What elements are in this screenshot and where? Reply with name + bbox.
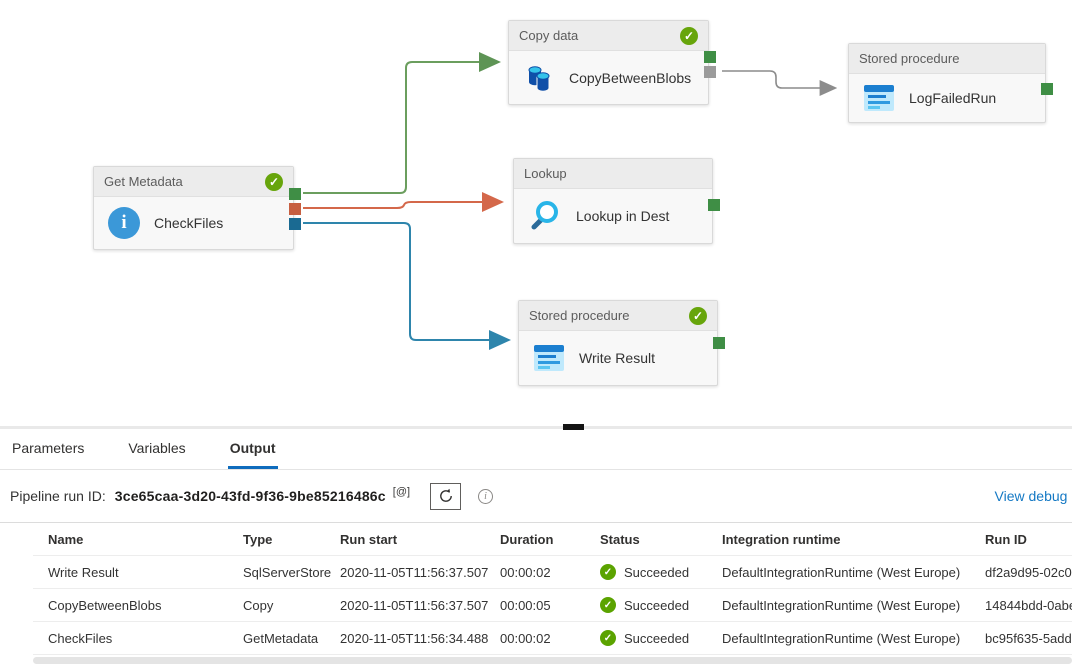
col-header-integration-runtime[interactable]: Integration runtime <box>722 531 841 547</box>
horizontal-scrollbar[interactable] <box>33 657 1072 664</box>
success-check-icon: ✓ <box>680 26 698 45</box>
refresh-button[interactable] <box>430 482 462 510</box>
cell-status: ✓ Succeeded <box>600 564 722 580</box>
activity-name: CheckFiles <box>154 215 224 231</box>
activity-type-header: Lookup <box>514 159 712 189</box>
cell-type: Copy <box>243 597 274 613</box>
pipeline-run-row: Pipeline run ID: 3ce65caa-3d20-43fd-9f36… <box>0 470 1072 523</box>
refresh-icon <box>439 488 452 502</box>
copy-data-icon <box>528 65 550 92</box>
tab-label: Output <box>229 439 276 456</box>
port-success[interactable] <box>704 51 716 63</box>
stored-procedure-icon <box>534 345 564 371</box>
activity-name: CopyBetweenBlobs <box>569 69 692 86</box>
succeeded-check-icon: ✓ <box>600 630 616 646</box>
activity-type-header: Copy data ✓ <box>509 21 708 51</box>
tab-output[interactable]: Output <box>227 429 278 469</box>
table-row[interactable]: Write Result SqlServerStore 2020-11-05T1… <box>33 556 1072 589</box>
view-debug-link[interactable]: View debug r <box>994 488 1072 504</box>
status-text: Succeeded <box>624 597 690 613</box>
port-success[interactable] <box>1041 83 1053 95</box>
succeeded-check-icon: ✓ <box>600 564 616 580</box>
info-icon[interactable]: i <box>478 488 494 504</box>
port-failure[interactable] <box>289 203 301 215</box>
cell-duration: 00:00:02 <box>500 630 551 646</box>
cell-status: ✓ Succeeded <box>600 630 722 646</box>
cell-run-start: 2020-11-05T11:56:37.507 <box>340 597 489 613</box>
col-header-status[interactable]: Status <box>600 531 640 547</box>
tab-variables[interactable]: Variables <box>126 429 187 469</box>
pipeline-canvas[interactable]: Get Metadata ✓ i CheckFiles Copy data ✓ … <box>0 0 1072 425</box>
port-skipped[interactable] <box>704 66 716 78</box>
activity-node-lookupindest[interactable]: Lookup Lookup in Dest <box>513 158 720 244</box>
activity-type-header: Stored procedure ✓ <box>519 301 717 331</box>
cell-duration: 00:00:05 <box>500 597 551 613</box>
cell-type: SqlServerStore <box>243 564 332 580</box>
tab-label: Parameters <box>12 439 85 456</box>
cell-run-id: 14844bdd-0abe <box>985 597 1072 613</box>
activity-name: Write Result <box>579 350 655 366</box>
cell-name: CopyBetweenBlobs <box>48 597 162 613</box>
cell-integration-runtime: DefaultIntegrationRuntime (West Europe) <box>722 597 961 613</box>
port-success[interactable] <box>713 337 725 349</box>
cell-name: Write Result <box>48 564 119 580</box>
col-header-run-id[interactable]: Run ID <box>985 531 1027 547</box>
status-text: Succeeded <box>624 564 690 580</box>
pipeline-run-id-value: 3ce65caa-3d20-43fd-9f36-9be85216486c <box>114 488 386 504</box>
cell-run-id: bc95f635-5add- <box>985 630 1072 646</box>
activity-type-label: Lookup <box>524 166 567 181</box>
activity-runs-table: Name Type Run start Duration Status Inte… <box>33 523 1072 655</box>
tab-label: Variables <box>128 439 186 456</box>
activity-node-logfailedrun[interactable]: Stored procedure LogFailedRun <box>848 43 1053 123</box>
wire-completion-to-writeresult <box>303 222 511 350</box>
port-completion[interactable] <box>289 218 301 230</box>
tab-parameters[interactable]: Parameters <box>10 429 86 469</box>
port-success[interactable] <box>289 188 301 200</box>
wire-success-to-copy <box>303 52 501 194</box>
col-header-type[interactable]: Type <box>243 531 273 547</box>
col-header-duration[interactable]: Duration <box>500 531 554 547</box>
col-header-run-start[interactable]: Run start <box>340 531 398 547</box>
lookup-magnifier-icon <box>531 201 558 230</box>
activity-name: LogFailedRun <box>909 90 997 106</box>
cell-duration: 00:00:02 <box>500 564 551 580</box>
dynamic-content-badge: [@] <box>392 486 411 498</box>
activity-type-header: Get Metadata ✓ <box>94 167 293 197</box>
panel-divider <box>0 424 1072 430</box>
cell-run-start: 2020-11-05T11:56:34.488 <box>340 630 489 646</box>
output-panel: Parameters Variables Output Pipeline run… <box>0 429 1072 665</box>
info-icon: i <box>108 207 140 239</box>
cell-name: CheckFiles <box>48 630 113 646</box>
wire-failure-to-lookup <box>303 192 504 212</box>
stored-procedure-icon <box>864 85 894 111</box>
pipeline-run-id-label: Pipeline run ID: <box>10 488 106 504</box>
panel-resize-handle[interactable] <box>563 424 584 430</box>
succeeded-check-icon: ✓ <box>600 597 616 613</box>
panel-tabs: Parameters Variables Output <box>0 429 1072 470</box>
port-success[interactable] <box>708 199 720 211</box>
activity-type-label: Stored procedure <box>859 51 960 66</box>
table-row[interactable]: CopyBetweenBlobs Copy 2020-11-05T11:56:3… <box>33 589 1072 622</box>
col-header-name[interactable]: Name <box>48 531 84 547</box>
wire-skipped-to-logfailedrun <box>722 70 838 96</box>
status-text: Succeeded <box>624 630 690 646</box>
cell-run-start: 2020-11-05T11:56:37.507 <box>340 564 489 580</box>
cell-run-id: df2a9d95-02c0- <box>985 564 1072 580</box>
activity-type-header: Stored procedure <box>849 44 1045 74</box>
activity-name: Lookup in Dest <box>576 208 670 224</box>
cell-status: ✓ Succeeded <box>600 597 722 613</box>
activity-node-writeresult[interactable]: Stored procedure ✓ Write Result <box>518 300 725 386</box>
table-row[interactable]: CheckFiles GetMetadata 2020-11-05T11:56:… <box>33 622 1072 655</box>
activity-node-copybetweenblobs[interactable]: Copy data ✓ CopyBetweenBlobs <box>508 20 716 105</box>
success-check-icon: ✓ <box>689 306 707 325</box>
cell-integration-runtime: DefaultIntegrationRuntime (West Europe) <box>722 564 961 580</box>
activity-type-label: Copy data <box>519 28 579 43</box>
activity-type-label: Get Metadata <box>104 174 183 189</box>
cell-type: GetMetadata <box>243 630 319 646</box>
activity-node-checkfiles[interactable]: Get Metadata ✓ i CheckFiles <box>93 166 301 250</box>
success-check-icon: ✓ <box>265 172 283 191</box>
cell-integration-runtime: DefaultIntegrationRuntime (West Europe) <box>722 630 961 646</box>
activity-type-label: Stored procedure <box>529 308 630 323</box>
table-header-row: Name Type Run start Duration Status Inte… <box>33 523 1072 556</box>
